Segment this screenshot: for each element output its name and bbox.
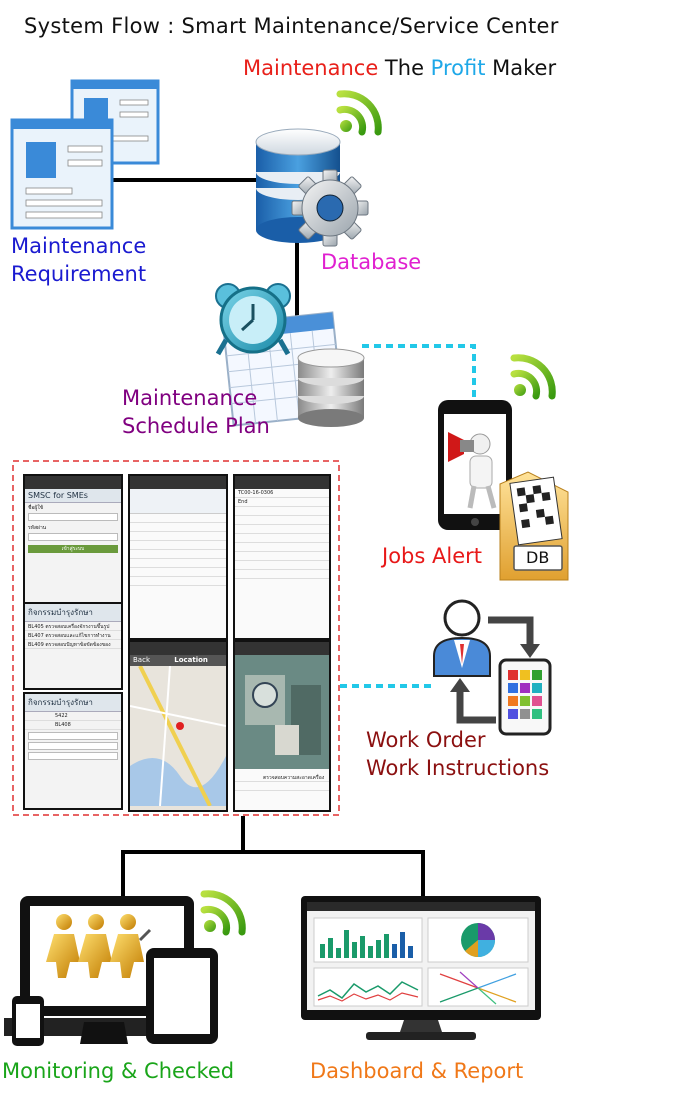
screen-work-order: TC00-16-0306 End bbox=[233, 474, 331, 640]
schedule-row[interactable] bbox=[130, 577, 226, 586]
label-schedule-plan: Maintenance Schedule Plan bbox=[122, 384, 270, 440]
status-bar bbox=[130, 476, 226, 489]
monitor-icon bbox=[301, 896, 541, 1040]
machine-photo bbox=[235, 655, 329, 769]
label-dashboard: Dashboard & Report bbox=[310, 1059, 524, 1083]
label-work-order: Work Order Work Instructions bbox=[366, 726, 549, 782]
work-order-code: TC00-16-0306 bbox=[235, 489, 329, 498]
person-icon bbox=[433, 599, 491, 677]
checklist-item[interactable] bbox=[235, 534, 329, 543]
detail-field[interactable] bbox=[28, 732, 118, 740]
status-bar bbox=[235, 476, 329, 489]
login-button[interactable]: เข้าสู่ระบบ bbox=[28, 545, 118, 553]
wifi-icon bbox=[510, 354, 556, 400]
label-jobs-alert: Jobs Alert bbox=[382, 544, 482, 568]
status-bar bbox=[25, 476, 121, 489]
screen-schedule bbox=[128, 474, 228, 640]
gold-figures-icon bbox=[46, 914, 152, 978]
screen-map-location: Back Location bbox=[128, 640, 228, 812]
wifi-icon bbox=[336, 90, 382, 136]
arrows bbox=[456, 616, 534, 724]
checklist-item[interactable] bbox=[235, 507, 329, 516]
label-database: Database bbox=[321, 250, 422, 274]
schedule-row[interactable] bbox=[130, 559, 226, 568]
schedule-row[interactable] bbox=[130, 532, 226, 541]
id-value: 5422 bbox=[25, 712, 121, 721]
list-item[interactable]: BL405 ตรวจสอบเครื่องจักรงานขึ้นรูปพลาสติ… bbox=[25, 622, 121, 631]
screen-login: SMSC for SMEs ชื่อผู้ใช้ รหัสผ่าน เข้าสู… bbox=[23, 474, 123, 604]
schedule-row[interactable] bbox=[130, 541, 226, 550]
screen-photo-inspection: ตรวจสอบความสะอาดเครื่อง bbox=[233, 640, 331, 812]
silver-database-icon bbox=[297, 348, 365, 427]
checklist-item[interactable] bbox=[235, 552, 329, 561]
label-line: Work Instructions bbox=[366, 756, 550, 780]
inspection-row[interactable]: ตรวจสอบความสะอาดเครื่อง bbox=[235, 773, 329, 782]
inspection-row[interactable] bbox=[235, 782, 329, 791]
code-value: BL408 bbox=[25, 721, 121, 730]
small-phone-icon bbox=[12, 996, 44, 1046]
dashed-links bbox=[340, 344, 476, 688]
schedule-row[interactable] bbox=[130, 550, 226, 559]
password-field[interactable] bbox=[28, 533, 118, 541]
alarm-clock-icon bbox=[215, 283, 291, 356]
password-label: รหัสผ่าน bbox=[28, 525, 47, 531]
detail-field[interactable] bbox=[28, 752, 118, 760]
status-bar bbox=[130, 642, 226, 655]
label-db-folder: DB bbox=[526, 548, 550, 567]
tablet-icon bbox=[498, 658, 552, 736]
subtitle-word-the: The bbox=[378, 56, 431, 80]
screen-title: กิจกรรมบำรุงรักษา bbox=[25, 604, 121, 622]
screen-title: กิจกรรมบำรุงรักษา bbox=[25, 694, 121, 712]
wifi-icon bbox=[200, 890, 246, 936]
folder-icon bbox=[499, 471, 569, 581]
app-screens-frame bbox=[12, 460, 340, 816]
detail-field[interactable] bbox=[28, 742, 118, 750]
gear-icon bbox=[291, 169, 369, 247]
connector-lines bbox=[112, 178, 425, 900]
checklist-item[interactable] bbox=[235, 561, 329, 570]
schedule-row[interactable] bbox=[130, 568, 226, 577]
screen-activity-list: กิจกรรมบำรุงรักษา BL405 ตรวจสอบเครื่องจั… bbox=[23, 602, 123, 690]
page-subtitle: Maintenance The Profit Maker bbox=[243, 56, 556, 80]
list-item[interactable]: BL407 ตรวจสอบและแก้ไขการทำงานของเครื่อง bbox=[25, 631, 121, 640]
subtitle-word-maintenance: Maintenance bbox=[243, 56, 379, 80]
end-label: End bbox=[235, 498, 329, 507]
username-field[interactable] bbox=[28, 513, 118, 521]
label-line: Maintenance bbox=[11, 234, 147, 258]
megaphone-icon bbox=[448, 432, 497, 509]
screen-title: SMSC for SMEs bbox=[25, 489, 121, 503]
checklist-item[interactable] bbox=[235, 543, 329, 552]
label-line: Work Order bbox=[366, 728, 486, 752]
login-button-label: เข้าสู่ระบบ bbox=[61, 546, 85, 552]
checklist-item[interactable] bbox=[235, 516, 329, 525]
label-monitoring: Monitoring & Checked bbox=[2, 1059, 235, 1083]
username-label: ชื่อผู้ใช้ bbox=[28, 505, 44, 511]
schedule-row[interactable] bbox=[130, 523, 226, 532]
label-line: Maintenance bbox=[122, 386, 258, 410]
status-bar bbox=[235, 642, 329, 655]
subtitle-word-profit: Profit bbox=[430, 56, 486, 80]
checklist-item[interactable] bbox=[235, 570, 329, 579]
requirement-forms-icon bbox=[10, 79, 160, 230]
map[interactable] bbox=[130, 665, 226, 807]
calendar-grid[interactable] bbox=[130, 489, 226, 514]
laptop-base bbox=[80, 1022, 128, 1044]
checklist-item[interactable] bbox=[235, 525, 329, 534]
label-line: Requirement bbox=[11, 262, 147, 286]
schedule-row[interactable] bbox=[130, 514, 226, 523]
back-button[interactable]: Back bbox=[133, 656, 150, 664]
tablet-device-icon bbox=[146, 948, 218, 1044]
screen-title: Location bbox=[174, 656, 208, 664]
list-item[interactable]: BL409 ตรวจสอบปัญหาข้อขัดข้องของเครื่อง bbox=[25, 640, 121, 649]
subtitle-word-maker: Maker bbox=[485, 56, 557, 80]
page-title: System Flow : Smart Maintenance/Service … bbox=[24, 14, 559, 38]
label-maintenance-requirement: Maintenance Requirement bbox=[11, 232, 146, 288]
label-line: Schedule Plan bbox=[122, 414, 270, 438]
screen-activity-detail: กิจกรรมบำรุงรักษา 5422 BL408 bbox=[23, 692, 123, 810]
